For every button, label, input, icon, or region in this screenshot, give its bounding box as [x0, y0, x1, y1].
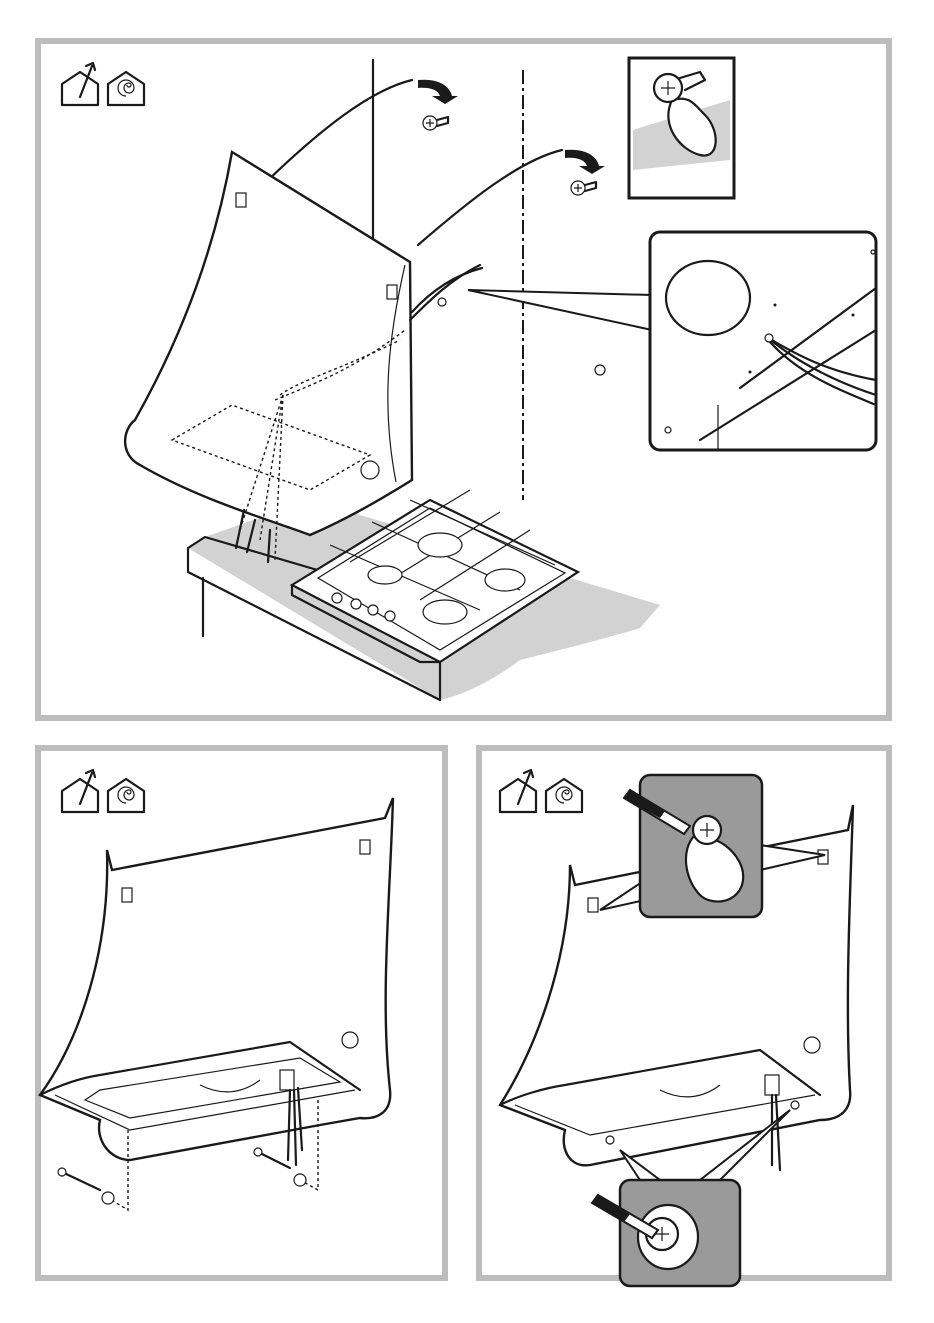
- washer-icon: [102, 1192, 114, 1204]
- panel-bottom-left: [38, 748, 445, 1278]
- keyhole-detail-inset: [629, 58, 734, 198]
- wall-hole: [595, 365, 605, 375]
- washer-icon: [294, 1174, 306, 1186]
- panel-bottom-right: [479, 748, 889, 1286]
- panel-top: [38, 41, 889, 718]
